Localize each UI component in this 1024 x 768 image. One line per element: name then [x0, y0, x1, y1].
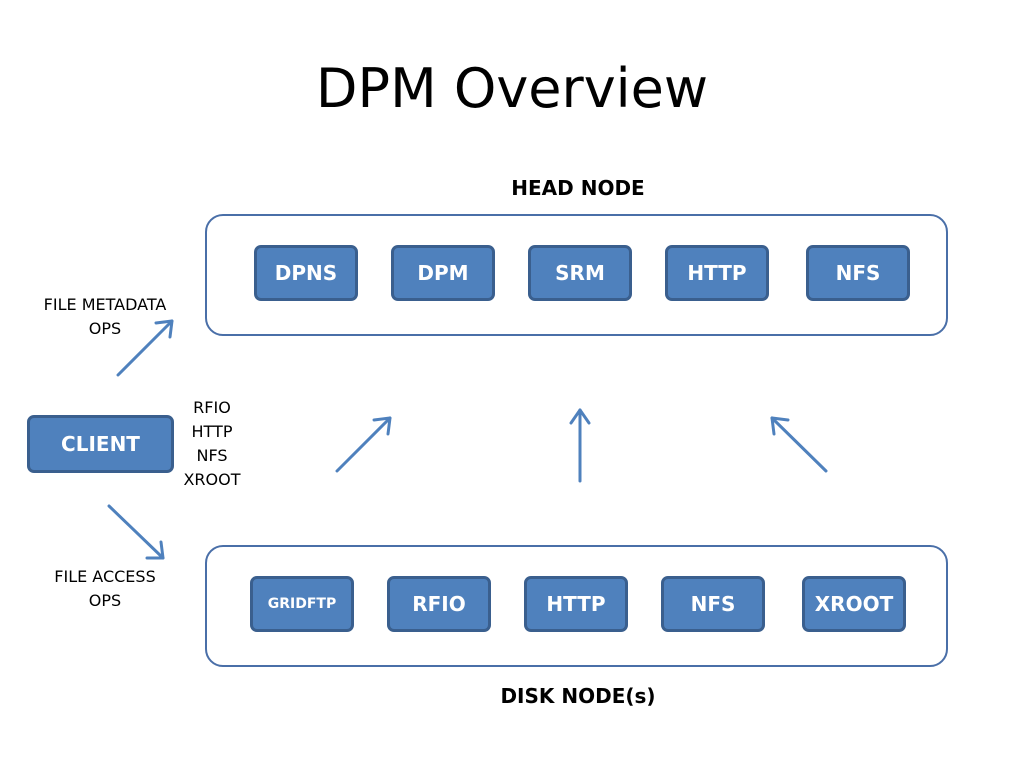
disk-service-rfio[interactable]: RFIO [387, 576, 491, 632]
disk-service-http[interactable]: HTTP [524, 576, 628, 632]
disk-service-gridftp[interactable]: GRIDFTP [250, 576, 354, 632]
head-node-label: HEAD NODE [511, 176, 645, 200]
page-title: DPM Overview [315, 57, 709, 120]
disk-node-label: DISK NODE(s) [500, 684, 656, 708]
head-service-http[interactable]: HTTP [665, 245, 769, 301]
arrow-disk-to-head-center [569, 408, 591, 483]
arrow-disk-to-head-right [770, 416, 828, 473]
client-box[interactable]: CLIENT [27, 415, 174, 473]
protocols-label: RFIO HTTP NFS XROOT [183, 398, 241, 489]
file-access-ops-label: FILE ACCESS OPS [54, 567, 156, 610]
disk-service-nfs[interactable]: NFS [661, 576, 765, 632]
head-service-dpns[interactable]: DPNS [254, 245, 358, 301]
arrow-client-to-disk [107, 504, 165, 560]
file-metadata-ops-label: FILE METADATA OPS [43, 295, 167, 338]
head-service-dpm[interactable]: DPM [391, 245, 495, 301]
arrow-client-to-head [116, 319, 174, 377]
arrow-disk-to-head-left [335, 416, 392, 473]
disk-service-xroot[interactable]: XROOT [802, 576, 906, 632]
head-service-srm[interactable]: SRM [528, 245, 632, 301]
head-service-nfs[interactable]: NFS [806, 245, 910, 301]
